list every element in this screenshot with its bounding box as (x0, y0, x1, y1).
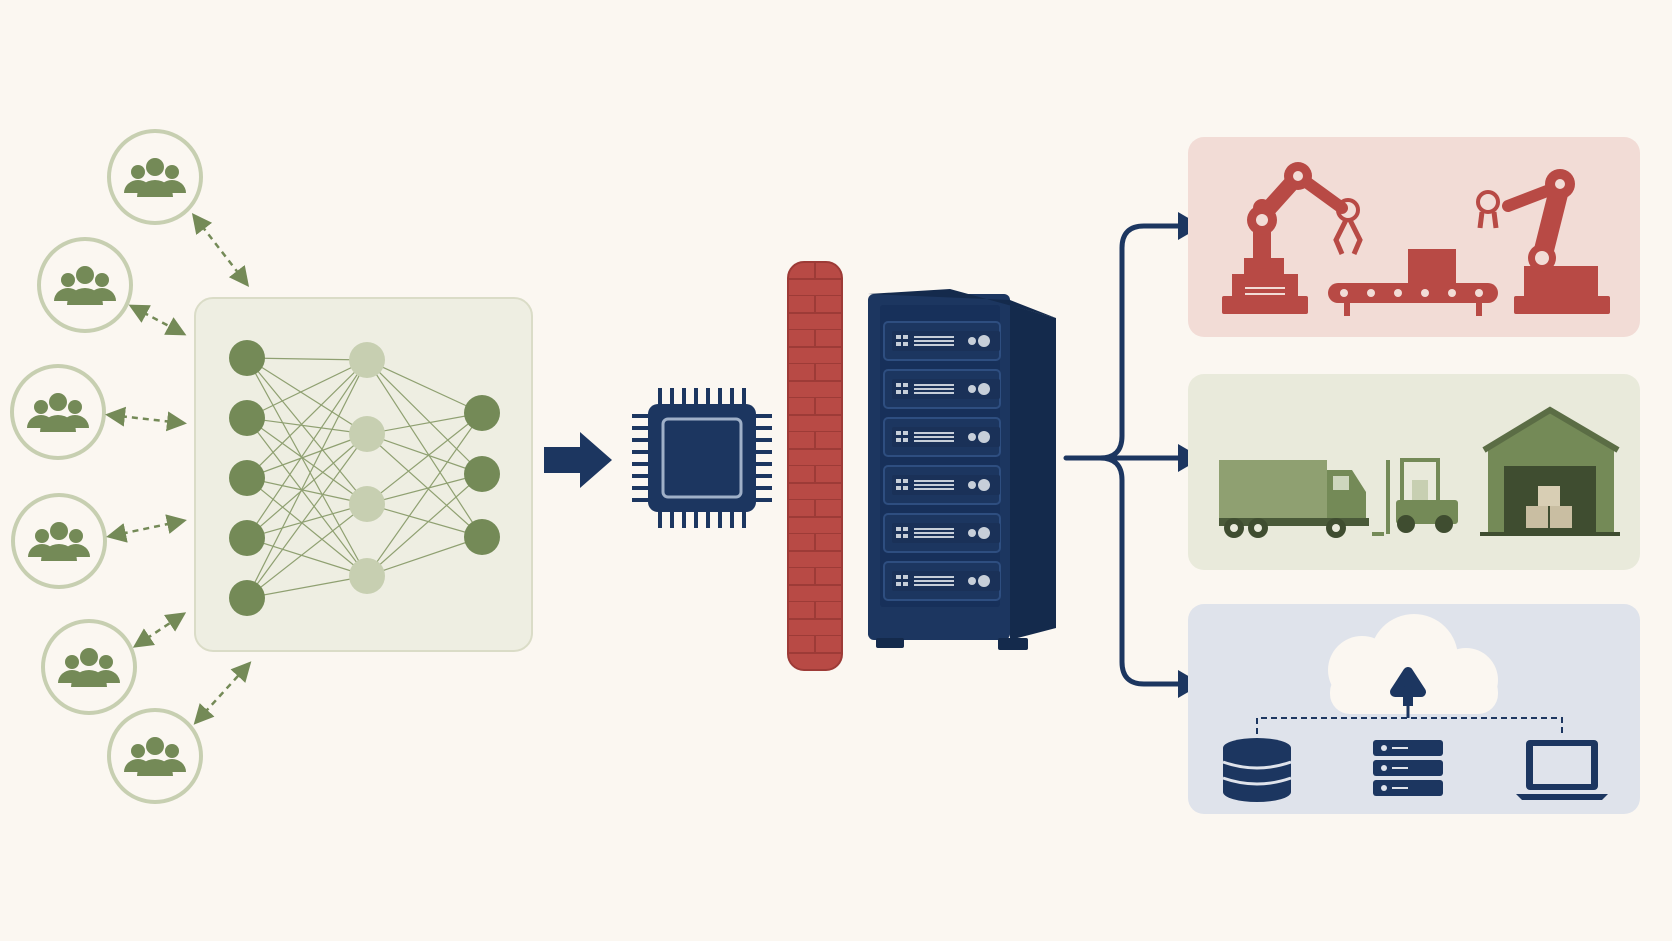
rack-unit (883, 513, 1001, 553)
user-group-icon (107, 129, 203, 225)
nn-connection (246, 433, 368, 599)
nn-connection (246, 575, 368, 599)
connector-arrow (132, 612, 187, 648)
nn-connection (246, 433, 368, 479)
truck-icon (1219, 460, 1369, 538)
nn-connection (366, 433, 483, 475)
nn-node (229, 400, 265, 436)
user-group-icon (11, 493, 107, 589)
connector-arrow (128, 304, 187, 336)
nn-connection (246, 357, 368, 505)
nn-connection (246, 417, 368, 505)
nn-connection (366, 503, 483, 538)
nn-connection (246, 357, 368, 577)
database-icon (1222, 738, 1292, 802)
forklift-icon (1372, 458, 1458, 536)
warehouse-icon (1480, 406, 1620, 536)
nn-connection (366, 412, 483, 577)
rack-unit (883, 321, 1001, 361)
rack-unit (883, 417, 1001, 457)
nn-connection (246, 359, 368, 539)
nn-node (229, 340, 265, 376)
nn-connection (366, 433, 483, 538)
nn-connection (246, 477, 368, 577)
rack-unit (883, 465, 1001, 505)
logistics-panel (1188, 374, 1640, 570)
cloud-data-panel (1188, 604, 1640, 814)
rack-unit (883, 561, 1001, 601)
connector-arrow (191, 213, 250, 287)
nn-connection (366, 536, 483, 577)
neural-network-icon (229, 340, 500, 616)
nn-connection (246, 503, 368, 539)
neural-network-panel (194, 297, 533, 652)
user-group-icon (10, 364, 106, 460)
nn-connection (246, 359, 368, 419)
nn-connection (246, 503, 368, 599)
robot-arm-icon (1222, 162, 1363, 314)
user-group-icon (41, 619, 137, 715)
nn-connection (366, 412, 483, 435)
flow-arrow-icon (544, 432, 612, 488)
nn-node (349, 342, 385, 378)
bidirectional-connectors (105, 213, 252, 725)
nn-node (464, 519, 500, 555)
upload-arrow-icon (1390, 667, 1426, 706)
nn-node (464, 456, 500, 492)
nn-connection (246, 359, 368, 599)
nn-connection (366, 473, 483, 505)
nn-node (229, 580, 265, 616)
rack-unit (883, 369, 1001, 409)
nn-connection (246, 357, 368, 435)
robot-arm-icon (1476, 169, 1610, 314)
nn-connection (246, 433, 368, 539)
laptop-icon (1516, 740, 1608, 800)
brick-wall-icon (787, 261, 843, 671)
nn-node (229, 520, 265, 556)
connector-arrow (106, 514, 187, 543)
nn-connection (366, 473, 483, 577)
nn-connection (366, 359, 483, 475)
branch-connector (1063, 223, 1183, 687)
user-group-icon (107, 708, 203, 804)
nn-node (349, 558, 385, 594)
nn-connection (246, 417, 368, 435)
manufacturing-panel (1188, 137, 1640, 337)
conveyor-belt-icon (1328, 249, 1498, 316)
user-group-icon (37, 237, 133, 333)
nn-connection (366, 359, 483, 538)
connector-arrow (193, 661, 252, 725)
server-icon (1373, 740, 1443, 796)
nn-connection (246, 477, 368, 505)
nn-connection (246, 359, 368, 479)
nn-connection (246, 357, 368, 361)
nn-connection (366, 359, 483, 414)
cpu-chip-icon (632, 388, 772, 528)
nn-node (464, 395, 500, 431)
nn-connection (366, 412, 483, 505)
connector-arrow (105, 406, 187, 432)
nn-connection (246, 537, 368, 577)
server-rack-icon (868, 289, 1056, 650)
nn-node (229, 460, 265, 496)
nn-node (349, 416, 385, 452)
nn-connection (246, 417, 368, 577)
nn-node (349, 486, 385, 522)
